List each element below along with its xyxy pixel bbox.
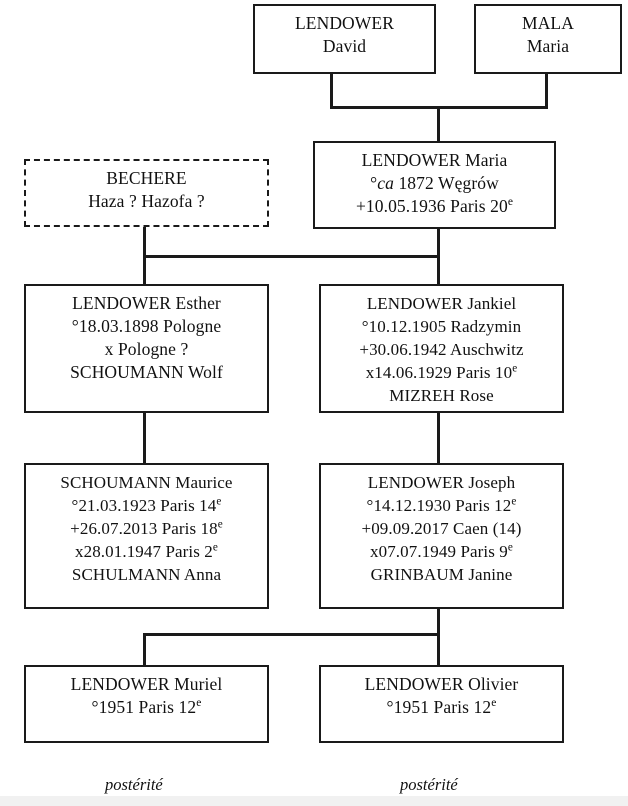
connector-joseph-down [437, 608, 440, 666]
connector-union-to-maria [437, 106, 440, 142]
node-lendower-joseph-death: +09.09.2017 Caen (14) [361, 519, 522, 538]
node-lendower-olivier-name: LENDOWER Olivier [364, 674, 519, 694]
connector-jankiel-to-joseph [437, 412, 440, 464]
node-bechere-given: Haza ? Hazofa ? [88, 191, 205, 211]
node-lendower-joseph-birth: °14.12.1930 Paris 12e [366, 495, 517, 515]
node-lendower-esther[interactable]: LENDOWER Esther °18.03.1898 Pologne x Po… [24, 284, 269, 413]
connector-mala-down [545, 73, 548, 108]
footer-strip [0, 796, 628, 806]
node-schoumann-maurice-marriage: x28.01.1947 Paris 2e [75, 541, 218, 561]
connector-bar-to-muriel [143, 633, 146, 666]
node-lendower-joseph-name: LENDOWER Joseph [367, 473, 516, 492]
node-bechere[interactable]: BECHERE Haza ? Hazofa ? [24, 159, 269, 227]
node-schoumann-maurice-name: SCHOUMANN Maurice [60, 473, 233, 492]
node-lendower-maria-birth: °ca 1872 Węgrów [370, 173, 499, 193]
connector-sibling-bar-gen5 [143, 633, 440, 636]
node-lendower-jankiel-spouse: MIZREH Rose [389, 386, 494, 405]
node-mala-maria-surname: MALA [522, 13, 574, 33]
node-lendower-muriel[interactable]: LENDOWER Muriel °1951 Paris 12e [24, 665, 269, 743]
node-lendower-maria[interactable]: LENDOWER Maria °ca 1872 Węgrów +10.05.19… [313, 141, 556, 229]
connector-esther-to-maurice [143, 412, 146, 464]
node-schoumann-maurice[interactable]: SCHOUMANN Maurice °21.03.1923 Paris 14e … [24, 463, 269, 609]
node-schoumann-maurice-spouse: SCHULMANN Anna [71, 565, 222, 584]
node-lendower-olivier-birth: °1951 Paris 12e [386, 697, 497, 717]
node-lendower-esther-birth: °18.03.1898 Pologne [71, 316, 222, 336]
node-mala-maria-given: Maria [526, 36, 570, 56]
node-lendower-joseph-spouse: GRINBAUM Janine [370, 565, 513, 584]
posterity-label-right: postérité [400, 775, 458, 794]
node-lendower-maria-name: LENDOWER Maria [361, 150, 508, 170]
node-lendower-esther-marriage: x Pologne ? [104, 339, 189, 359]
node-lendower-david-given: David [322, 36, 367, 56]
node-lendower-esther-name: LENDOWER Esther [72, 293, 221, 313]
posterity-label-left: postérité [105, 775, 163, 794]
node-lendower-esther-spouse: SCHOUMANN Wolf [70, 362, 223, 382]
node-bechere-surname: BECHERE [106, 168, 187, 188]
node-lendower-joseph[interactable]: LENDOWER Joseph °14.12.1930 Paris 12e +0… [319, 463, 564, 609]
node-schoumann-maurice-birth: °21.03.1923 Paris 14e [71, 495, 222, 515]
node-lendower-jankiel-birth: °10.12.1905 Radzymin [361, 317, 522, 336]
node-lendower-olivier[interactable]: LENDOWER Olivier °1951 Paris 12e [319, 665, 564, 743]
node-lendower-joseph-marriage: x07.07.1949 Paris 9e [370, 541, 513, 561]
node-lendower-david-surname: LENDOWER [295, 13, 394, 33]
node-lendower-jankiel-name: LENDOWER Jankiel [366, 294, 517, 313]
node-mala-maria[interactable]: MALA Maria [474, 4, 622, 74]
node-lendower-maria-death: +10.05.1936 Paris 20e [355, 196, 514, 216]
node-lendower-jankiel-marriage: x14.06.1929 Paris 10e [365, 362, 518, 382]
node-lendower-jankiel-death: +30.06.1942 Auschwitz [359, 340, 524, 359]
node-schoumann-maurice-death: +26.07.2013 Paris 18e [70, 518, 223, 538]
node-lendower-jankiel[interactable]: LENDOWER Jankiel °10.12.1905 Radzymin +3… [319, 284, 564, 413]
connector-david-down [330, 73, 333, 108]
node-lendower-david[interactable]: LENDOWER David [253, 4, 436, 74]
connector-sibling-bar-gen3 [143, 255, 440, 258]
node-lendower-muriel-name: LENDOWER Muriel [70, 674, 223, 694]
node-lendower-muriel-birth: °1951 Paris 12e [91, 697, 202, 717]
